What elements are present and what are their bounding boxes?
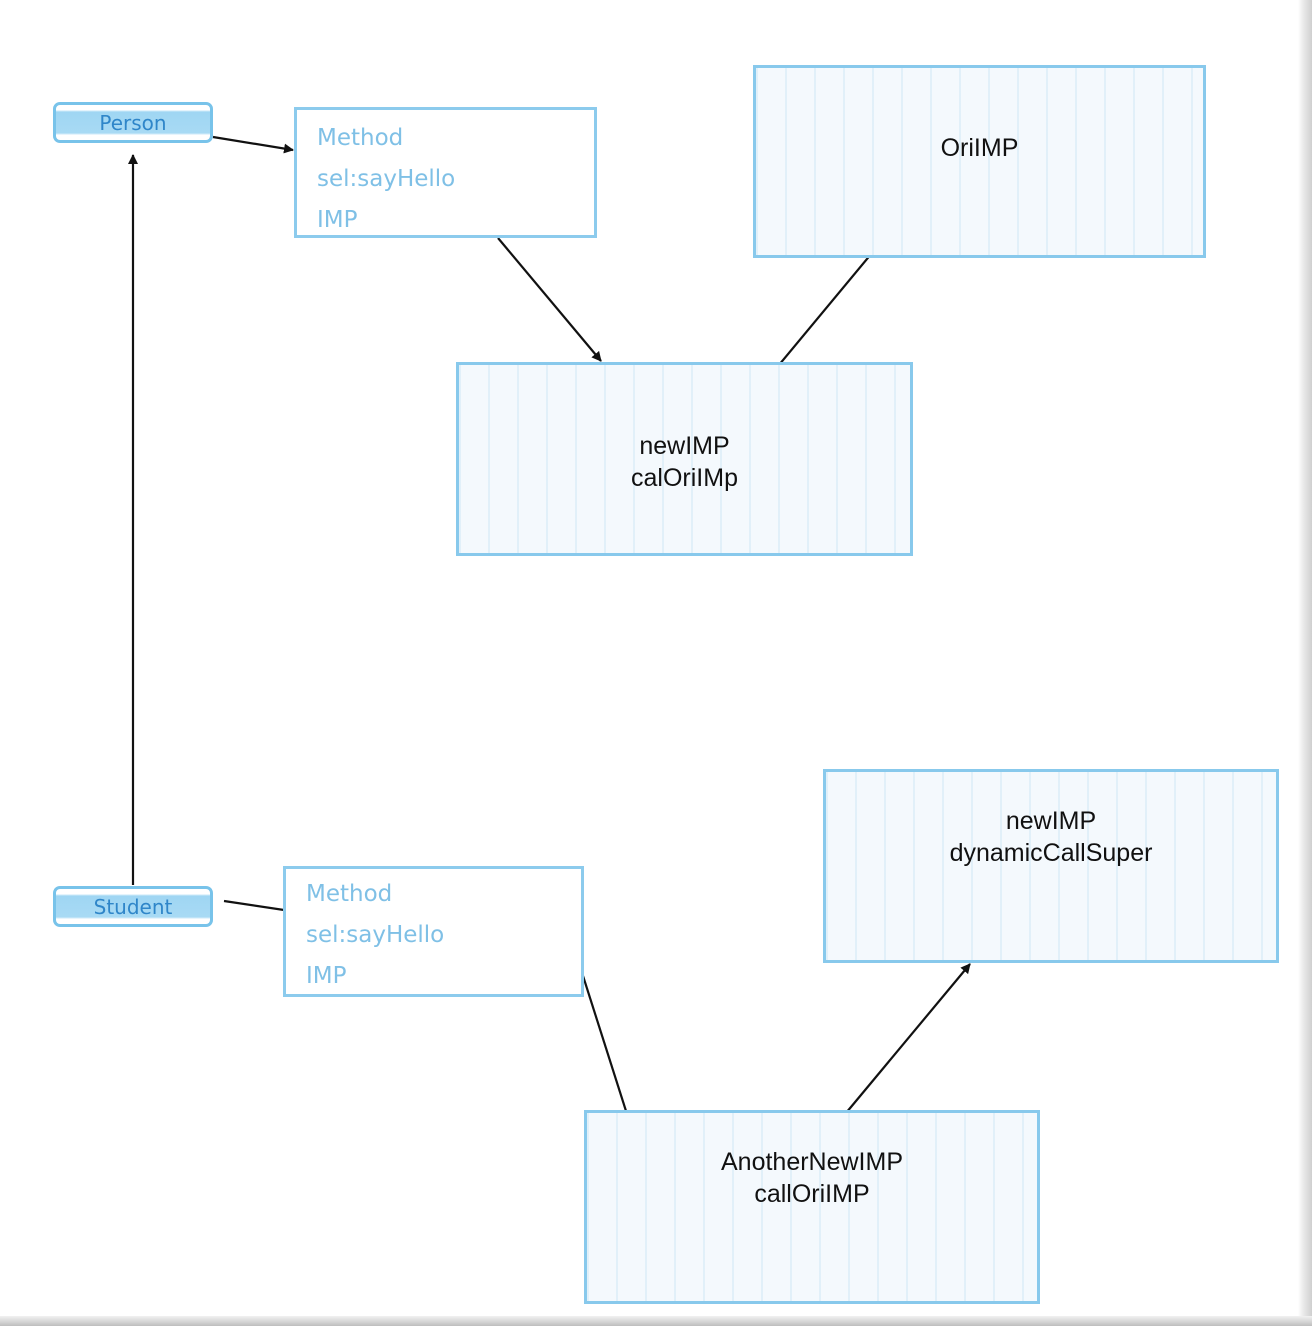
new-imp-super-box: newIMP dynamicCallSuper	[823, 769, 1279, 963]
person-method-imp: IMP	[317, 207, 358, 233]
call-ori-imp-label: callOriIMP	[754, 1180, 870, 1208]
another-new-imp-box: AnotherNewIMP callOriIMP	[584, 1110, 1040, 1304]
arrow-anothernewimp-to-newimp	[845, 963, 971, 1114]
class-person: Person	[53, 102, 213, 143]
page-edge-right	[1298, 0, 1312, 1326]
person-method-title: Method	[317, 125, 404, 151]
student-method-title: Method	[306, 881, 393, 907]
ori-imp-label: OriIMP	[940, 134, 1019, 162]
new-imp-call-label: calOriIMp	[631, 464, 738, 492]
page-edge-bottom	[0, 1316, 1312, 1326]
class-student: Student	[53, 886, 213, 927]
student-method-box: Method sel:sayHello IMP	[283, 866, 584, 997]
student-method-sel: sel:sayHello	[306, 922, 445, 948]
new-imp-label: newIMP	[639, 432, 730, 460]
class-person-label: Person	[99, 110, 167, 135]
new-imp-box: newIMP calOriIMp	[456, 362, 913, 556]
ori-imp-box: OriIMP	[753, 65, 1206, 258]
arrow-person-to-method	[212, 135, 294, 154]
arrow-method-to-newimp	[497, 237, 602, 362]
another-new-imp-label: AnotherNewIMP	[720, 1148, 904, 1176]
class-student-label: Student	[93, 894, 173, 919]
person-method-box: Method sel:sayHello IMP	[294, 107, 597, 238]
person-method-sel: sel:sayHello	[317, 166, 456, 192]
student-method-imp: IMP	[306, 963, 347, 989]
dynamic-call-super-label: dynamicCallSuper	[949, 839, 1153, 867]
new-imp-super-label: newIMP	[1005, 807, 1097, 835]
